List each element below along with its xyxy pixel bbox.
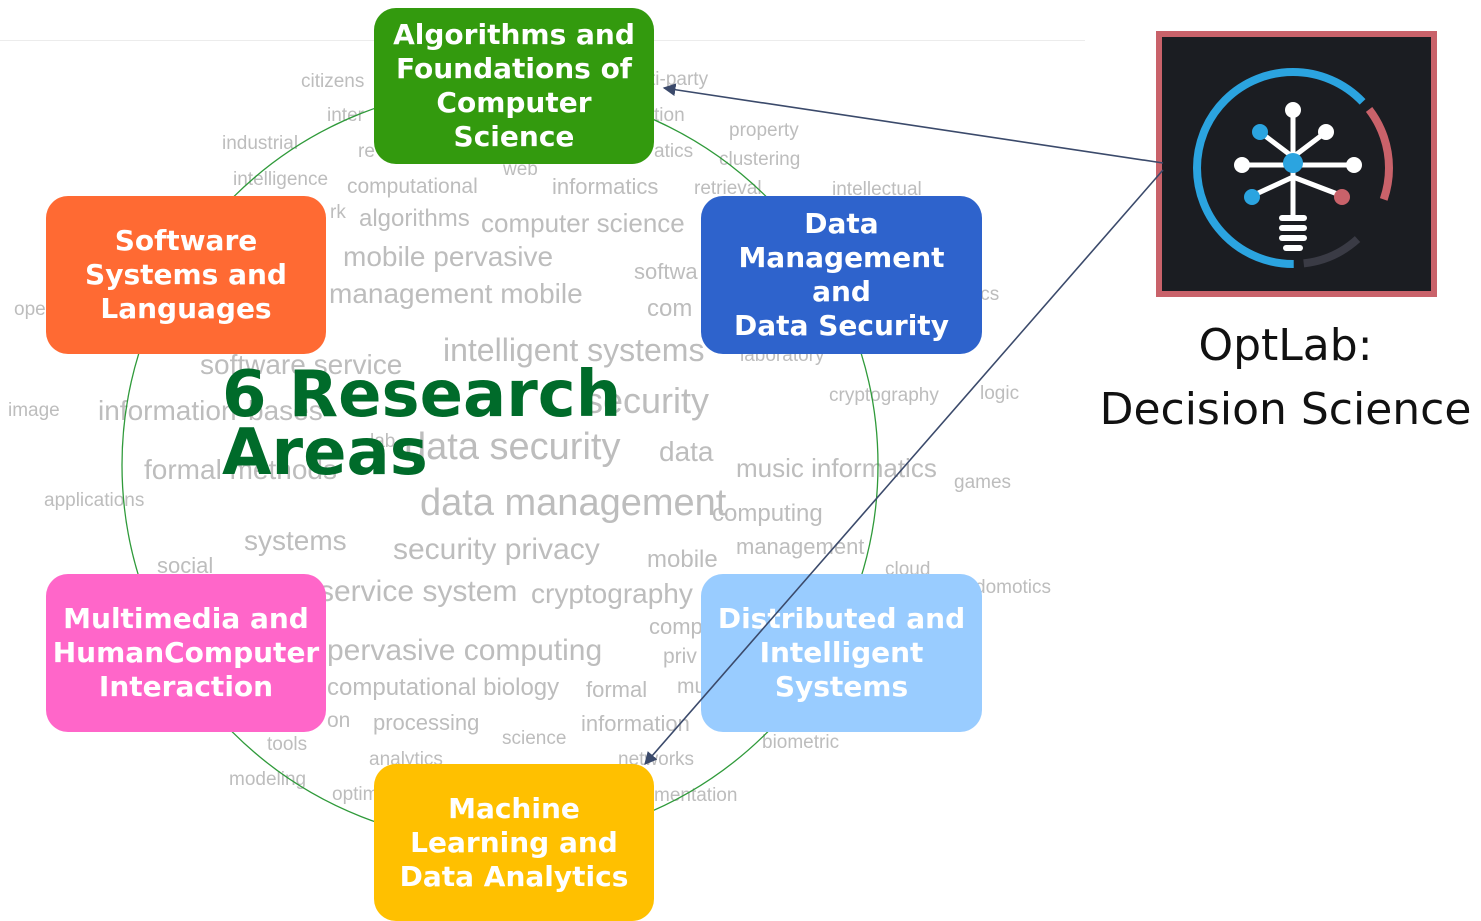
area-label-line: Algorithms and <box>393 18 635 51</box>
cloud-word: web <box>503 159 538 180</box>
area-label-line: Science <box>453 120 575 153</box>
cloud-word: lab <box>370 431 396 452</box>
cloud-word: data security <box>405 426 621 468</box>
cloud-word: image <box>8 400 60 421</box>
area-label-line: Intelligent <box>759 636 924 669</box>
area-ml-box[interactable]: Machine Learning and Data Analytics <box>374 764 654 921</box>
bulb-nodes <box>1234 102 1362 205</box>
area-label-line: Software <box>114 224 258 257</box>
cloud-word: re <box>358 141 375 162</box>
cloud-word: informatics <box>552 174 659 199</box>
logo-ring-blue <box>1193 68 1393 268</box>
cloud-word: intelligence <box>233 169 329 190</box>
headline: 6 Research Areas <box>222 358 622 490</box>
area-label-line: Data <box>804 207 879 240</box>
cloud-word: algorithms <box>359 205 470 232</box>
area-distributed-box[interactable]: Distributed and Intelligent Systems <box>701 574 982 732</box>
area-software-box[interactable]: Software Systems and Languages <box>46 196 326 354</box>
lightbulb-network-icon <box>1193 68 1393 268</box>
area-label-line: Learning and <box>410 825 618 859</box>
optlab-label: OptLab: Decision Science <box>1090 314 1481 442</box>
cloud-word: inter <box>327 105 364 126</box>
cloud-word: industrial <box>222 133 299 154</box>
cloud-word: management mobile <box>329 278 583 309</box>
cloud-word: modeling <box>229 769 307 790</box>
cloud-word: social <box>157 553 214 578</box>
area-label-line: Languages <box>100 292 272 325</box>
cloud-word: software service <box>200 349 403 380</box>
headline-line-1: 6 Research <box>222 358 622 432</box>
cloud-word: rk <box>330 202 346 223</box>
cloud-word: computational <box>347 175 478 198</box>
area-algorithms-box[interactable]: Algorithms and Foundations of Computer S… <box>374 8 654 164</box>
cloud-word: formal <box>586 677 648 702</box>
cloud-word: systems <box>244 525 347 556</box>
area-label-line: Management and <box>738 241 945 308</box>
optlab-logo <box>1156 31 1437 297</box>
area-multimedia-box[interactable]: Multimedia and HumanComputer Interaction <box>46 574 326 732</box>
area-label-line: Distributed and <box>717 602 966 635</box>
area-label-line: Systems and <box>85 258 287 291</box>
cloud-word: citizens <box>301 71 365 92</box>
headline-line-2: Areas <box>222 416 428 490</box>
area-label-line: Foundations of <box>395 52 632 85</box>
cloud-word: computational biology <box>327 674 560 701</box>
cloud-word: science <box>502 728 567 749</box>
area-label-line: HumanComputer <box>52 636 320 669</box>
cloud-word: applications <box>44 490 145 511</box>
lab-label-line-1: OptLab: <box>1198 320 1373 371</box>
cloud-word: formal methods <box>144 454 337 485</box>
area-label-line: Data Analytics <box>399 859 629 893</box>
cloud-word: service system <box>319 575 518 608</box>
cloud-word: on <box>327 709 351 732</box>
area-label-line: Data Security <box>734 309 949 342</box>
area-label-line: Interaction <box>98 670 274 703</box>
logo-ring-red <box>1193 68 1393 268</box>
cloud-word: security privacy <box>393 533 600 566</box>
cloud-word: mobile pervasive <box>343 241 554 272</box>
area-label-line: Systems <box>774 670 909 703</box>
cloud-word: pervasive computing <box>327 634 603 667</box>
area-label-line: Computer <box>436 86 592 119</box>
cloud-word: bases <box>248 395 323 426</box>
area-data-box[interactable]: Data Management and Data Security <box>701 196 982 354</box>
lab-label-line-2: Decision Science <box>1099 384 1472 435</box>
bulb-base <box>1279 215 1307 251</box>
cloud-word: processing <box>373 710 480 735</box>
cloud-word: ope <box>14 299 46 320</box>
area-label-line: Multimedia and <box>63 602 309 635</box>
cloud-word: optim <box>332 784 379 805</box>
area-label-line: Machine <box>448 791 580 825</box>
cloud-word: information <box>98 395 237 426</box>
cloud-word: tools <box>267 734 308 755</box>
